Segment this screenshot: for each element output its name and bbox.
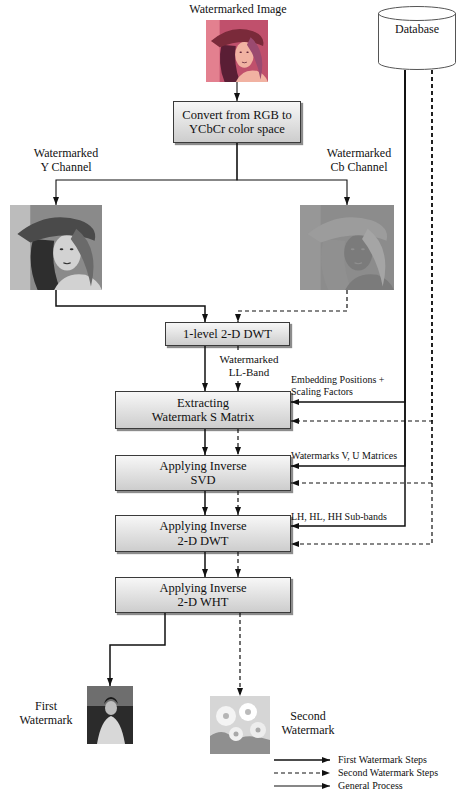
legend-item: General Process [272,779,438,792]
image-node: Second Watermark [205,694,340,756]
image-frame [10,205,102,290]
cylinder-body [379,13,456,69]
box-text: Applying Inverse 2-D DWT [153,519,253,548]
node-heading: Watermarked Cb Channel [322,146,396,175]
connector-arrow [204,429,206,455]
edge-label: Embedding Positions + Scaling Factors [291,374,403,398]
process-box: Extracting Watermark S Matrix [115,391,291,429]
image-frame [210,696,270,754]
legend-sample [272,768,332,778]
cb-channel-image [300,205,394,290]
legend: First Watermark StepsSecond Watermark St… [272,753,438,792]
box-text: Extracting Watermark S Matrix [150,396,257,425]
node-heading: Watermarked Image [178,2,298,16]
connector-arrow [239,613,240,696]
connector-arrow [204,552,206,577]
first-watermark-image [87,686,133,744]
color-image [206,20,268,82]
legend-line [274,772,330,773]
image-node: First Watermark [15,682,135,748]
cylinder-outline [378,6,456,70]
second-watermark-image [210,696,270,754]
y-channel-image [10,205,102,290]
connector-arrow [291,70,432,421]
connector-arrow [291,70,405,402]
connector-arrow [237,491,238,515]
connector-arrow [291,70,405,466]
node-heading: Second Watermark [277,709,339,738]
legend-sample [272,755,332,765]
legend-line [274,759,330,761]
process-box: 1-level 2-D DWT [165,322,290,346]
connector-arrow [236,82,237,101]
image-frame [206,20,268,82]
legend-item: Second Watermark Steps [272,766,438,779]
connector-arrow [110,613,165,686]
connector-arrow [204,346,206,391]
connector-arrow [291,70,432,483]
image-node: Watermarked Image [178,2,298,84]
box-text: Applying Inverse SVD [153,459,253,488]
legend-text: General Process [338,779,403,792]
connector-arrow [291,70,405,526]
connector-arrow [204,491,206,515]
image-frame [300,205,394,290]
process-box: Applying Inverse SVD [115,455,291,491]
process-box: Convert from RGB to YCbCr color space [173,101,301,143]
box-text: Applying Inverse 2-D WHT [153,581,253,610]
node-heading: Watermarked Y Channel [30,146,102,175]
image-node: Watermarked Cb Channel [298,146,398,292]
connector-arrow [237,552,238,577]
box-text: 1-level 2-D DWT [168,327,288,341]
database-cylinder: Database [378,6,456,70]
legend-item: First Watermark Steps [272,753,438,766]
node-heading: Database [378,22,456,36]
image-frame [87,686,133,744]
node-heading: First Watermark [15,699,77,728]
connector-arrow [238,290,347,322]
connector-arrow [237,143,347,205]
legend-sample [272,781,332,791]
process-box: Applying Inverse 2-D DWT [115,515,291,552]
connector-arrow [291,70,432,544]
image-node: Watermarked Y Channel [8,146,104,292]
connector-arrow [237,429,238,455]
cylinder-top [379,7,456,21]
process-box: Applying Inverse 2-D WHT [115,577,291,613]
connector-arrow [56,290,205,322]
connector-arrow [56,143,237,205]
box-text: Convert from RGB to YCbCr color space [180,108,295,137]
legend-text: Second Watermark Steps [338,766,438,779]
legend-line [274,785,330,786]
edge-label: LH, HL, HH Sub-bands [291,511,403,523]
legend-text: First Watermark Steps [338,753,427,766]
edge-label: Watermarked LL-Band [212,353,286,379]
edge-label: Watermarks V, U Matrices [291,450,403,462]
